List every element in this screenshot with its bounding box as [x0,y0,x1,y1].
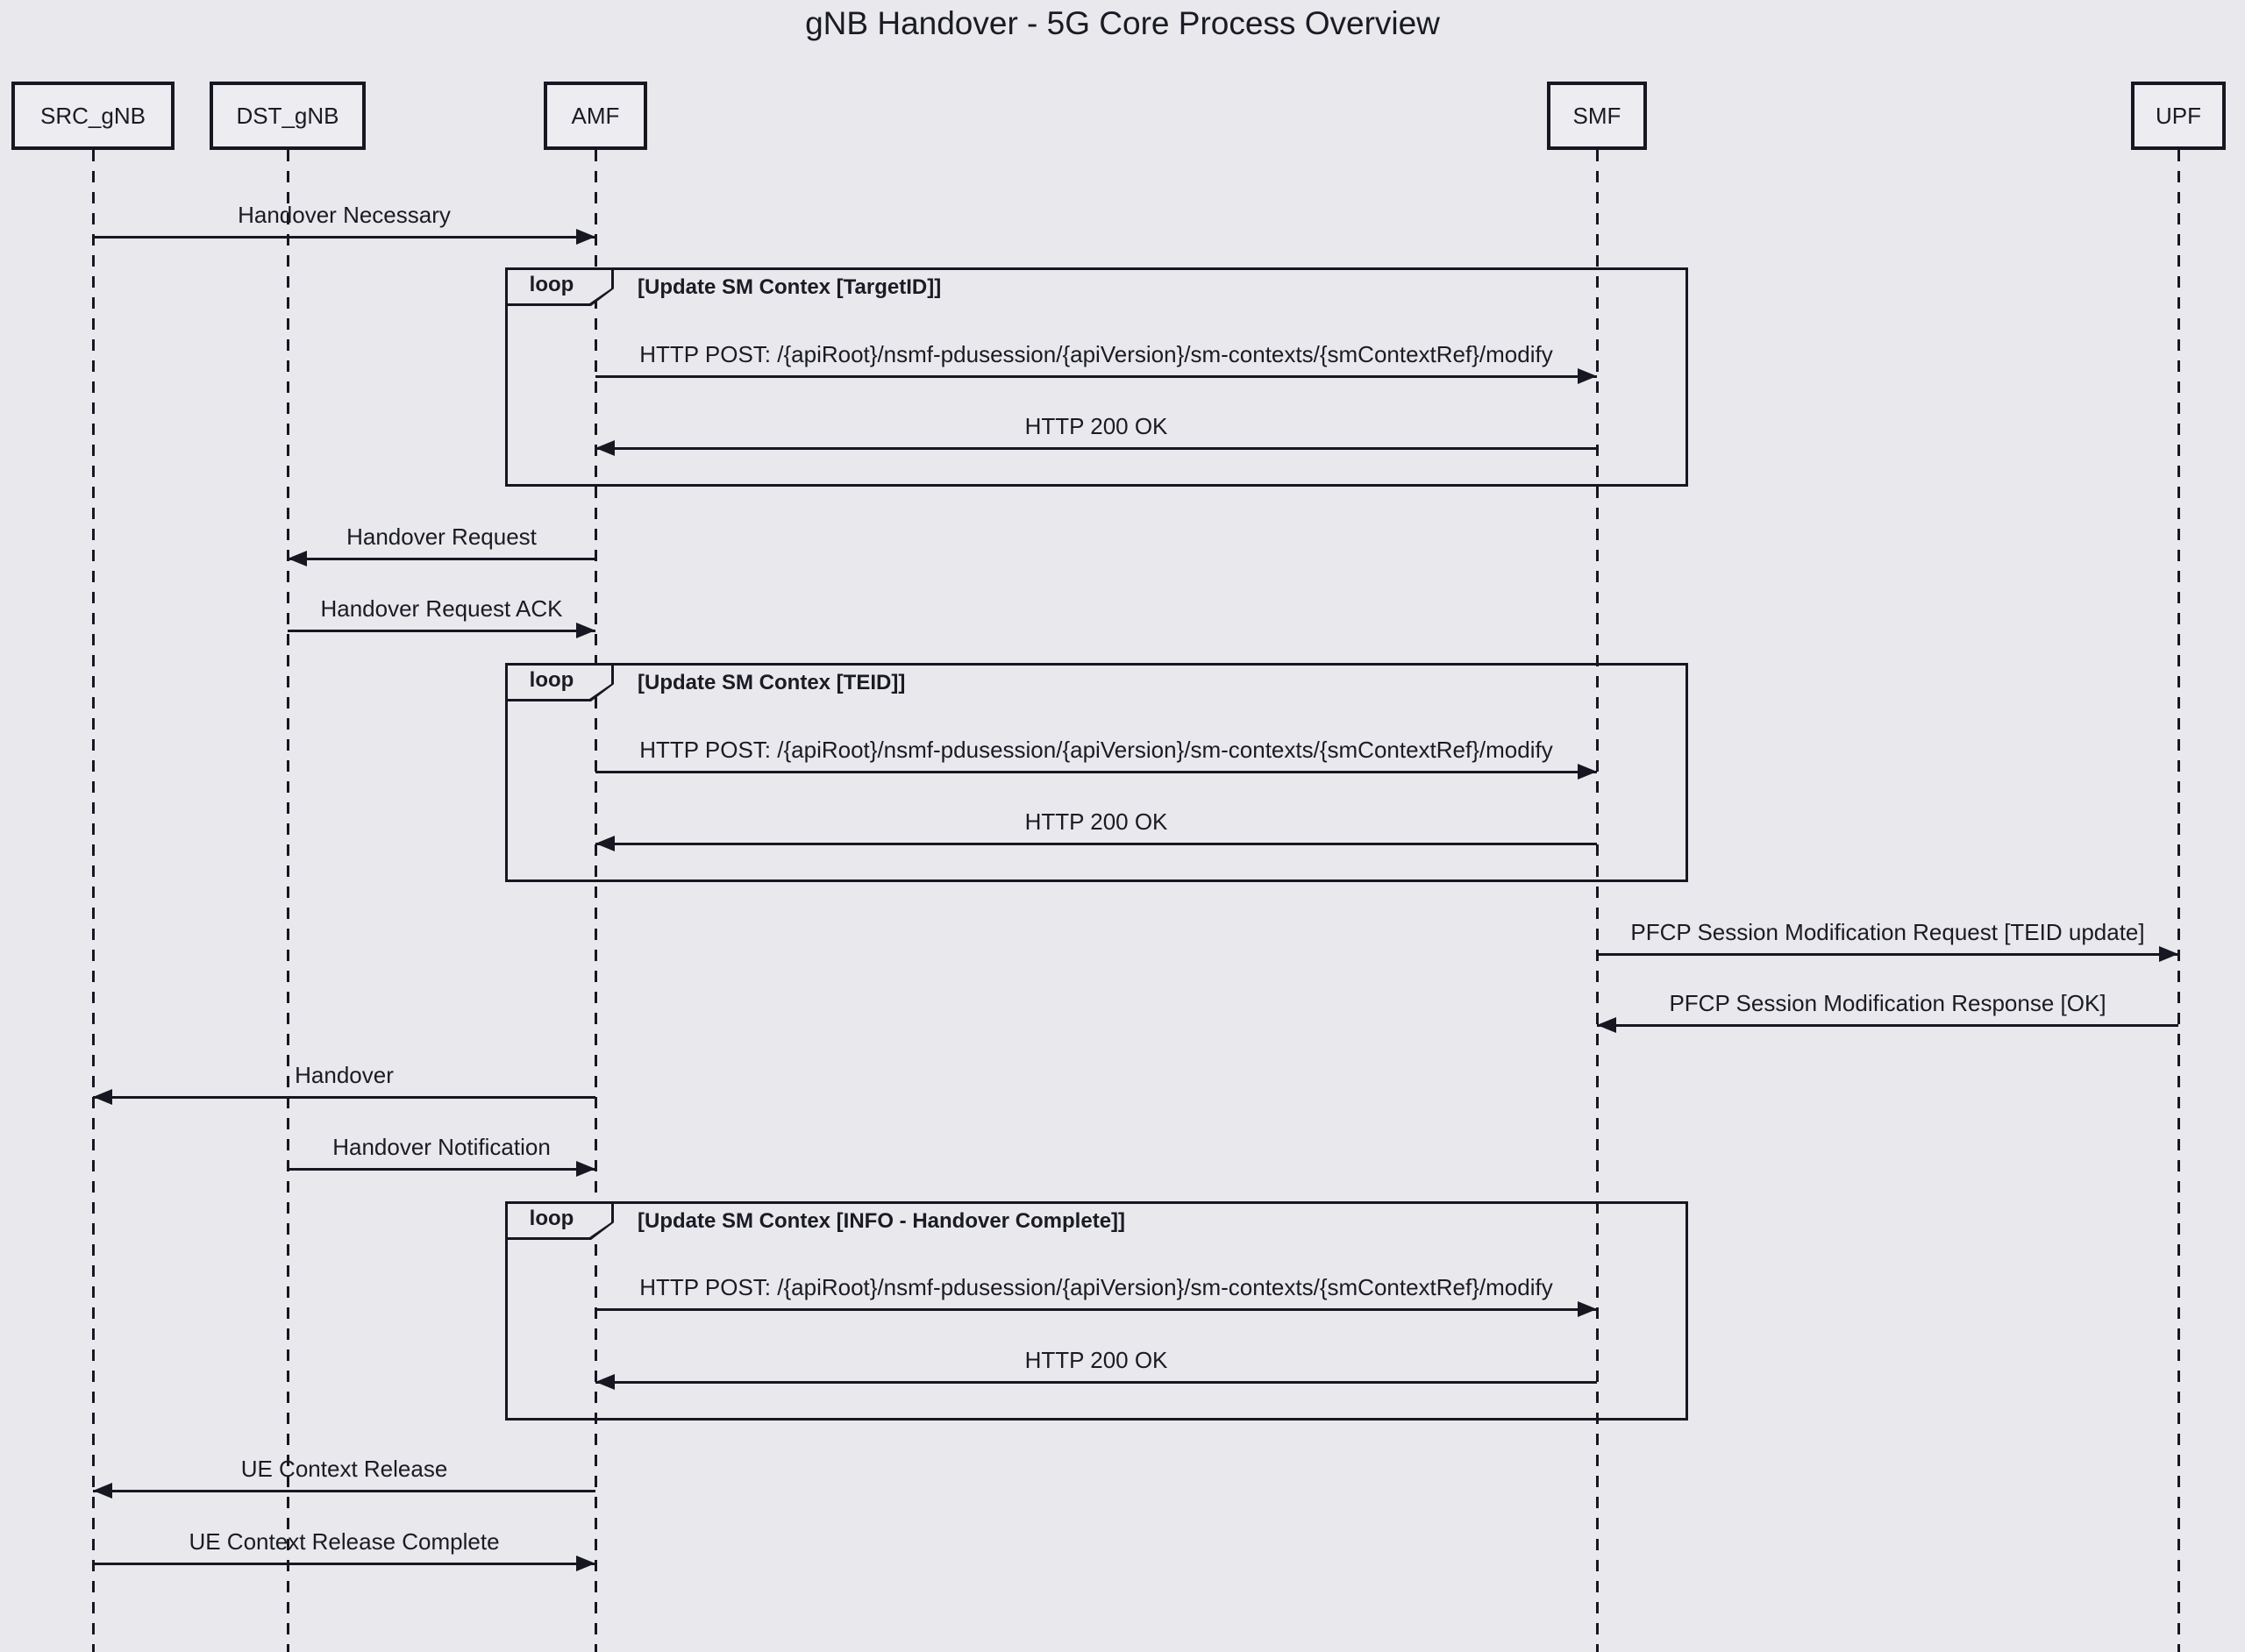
loop-title: [Update SM Contex [TargetID]] [638,275,942,299]
participant-box-smf: SMF [1547,82,1647,150]
message-line [288,629,595,632]
message-line [595,1307,1597,1311]
participant-label: DST_gNB [236,102,339,129]
message-line [93,1562,595,1565]
message-label: HTTP POST: /{apiRoot}/nsmf-pdusession/{a… [639,341,1553,367]
message-label: HTTP POST: /{apiRoot}/nsmf-pdusession/{a… [639,1274,1553,1300]
participant-label: AMF [571,102,620,129]
loop-label-pentagon: loop [505,663,614,701]
arrowhead-icon [576,1556,595,1571]
message-line [288,1167,595,1171]
participant-box-dst_gnb: DST_gNB [210,82,366,150]
loop-box: loop [Update SM Contex [INFO - Handover C… [505,1201,1688,1421]
arrowhead-icon [1597,1017,1616,1033]
message-line [1597,1023,2178,1027]
lifeline-upf [2177,150,2180,1652]
message-label: HTTP POST: /{apiRoot}/nsmf-pdusession/{a… [639,737,1553,763]
message-label: UE Context Release [240,1456,448,1482]
loop-tag: loop [529,668,574,692]
message-line [288,557,595,560]
loop-label-pentagon: loop [505,267,614,306]
message-label: UE Context Release Complete [189,1528,500,1555]
arrowhead-icon [595,440,615,456]
loop-title: [Update SM Contex [TEID]] [638,671,906,694]
arrowhead-icon [595,1374,615,1390]
message-label: HTTP 200 OK [1024,413,1168,439]
loop-label-pentagon: loop [505,1201,614,1240]
message-label: Handover [295,1062,394,1088]
message-label: HTTP 200 OK [1024,1347,1168,1373]
participant-box-amf: AMF [544,82,647,150]
message-label: HTTP 200 OK [1024,808,1168,835]
loop-label-pentagon-fill: loop [508,666,611,699]
message-line [595,374,1597,378]
lifeline-dst_gnb [286,150,289,1652]
message-label: PFCP Session Modification Response [OK] [1669,990,2106,1016]
lifeline-amf [594,150,597,1652]
message-line [595,446,1597,450]
arrowhead-icon [1578,368,1597,384]
participant-label: UPF [2156,102,2201,129]
message-label: PFCP Session Modification Request [TEID … [1630,919,2145,945]
loop-label-pentagon-fill: loop [508,1204,611,1237]
participant-label: SMF [1572,102,1621,129]
participant-box-src_gnb: SRC_gNB [11,82,175,150]
participant-label: SRC_gNB [40,102,146,129]
loop-title: [Update SM Contex [INFO - Handover Compl… [638,1209,1126,1233]
message-line [595,1380,1597,1384]
arrowhead-icon [576,229,595,245]
loop-box: loop [Update SM Contex [TEID]] [505,663,1688,882]
arrowhead-icon [1578,1301,1597,1317]
message-label: Handover Necessary [238,202,451,228]
diagram-title: gNB Handover - 5G Core Process Overview [805,5,1440,41]
lifeline-smf [1595,150,1599,1652]
arrowhead-icon [595,836,615,851]
arrowhead-icon [576,1161,595,1177]
message-label: Handover Request [346,523,537,550]
loop-label-pentagon-fill: loop [508,270,611,303]
loop-box: loop [Update SM Contex [TargetID]] [505,267,1688,487]
arrowhead-icon [93,1483,112,1499]
arrowhead-icon [1578,764,1597,780]
loop-tag: loop [529,273,574,296]
message-line [93,235,595,239]
message-label: Handover Notification [332,1134,551,1160]
lifeline-src_gnb [91,150,95,1652]
participant-box-upf: UPF [2131,82,2226,150]
arrowhead-icon [2159,946,2178,962]
loop-tag: loop [529,1207,574,1230]
arrowhead-icon [93,1089,112,1105]
message-line [93,1095,595,1099]
arrowhead-icon [576,623,595,638]
arrowhead-icon [288,551,307,566]
message-line [595,842,1597,845]
message-line [595,770,1597,773]
message-line [93,1489,595,1492]
message-line [1597,952,2178,956]
message-label: Handover Request ACK [320,595,563,622]
